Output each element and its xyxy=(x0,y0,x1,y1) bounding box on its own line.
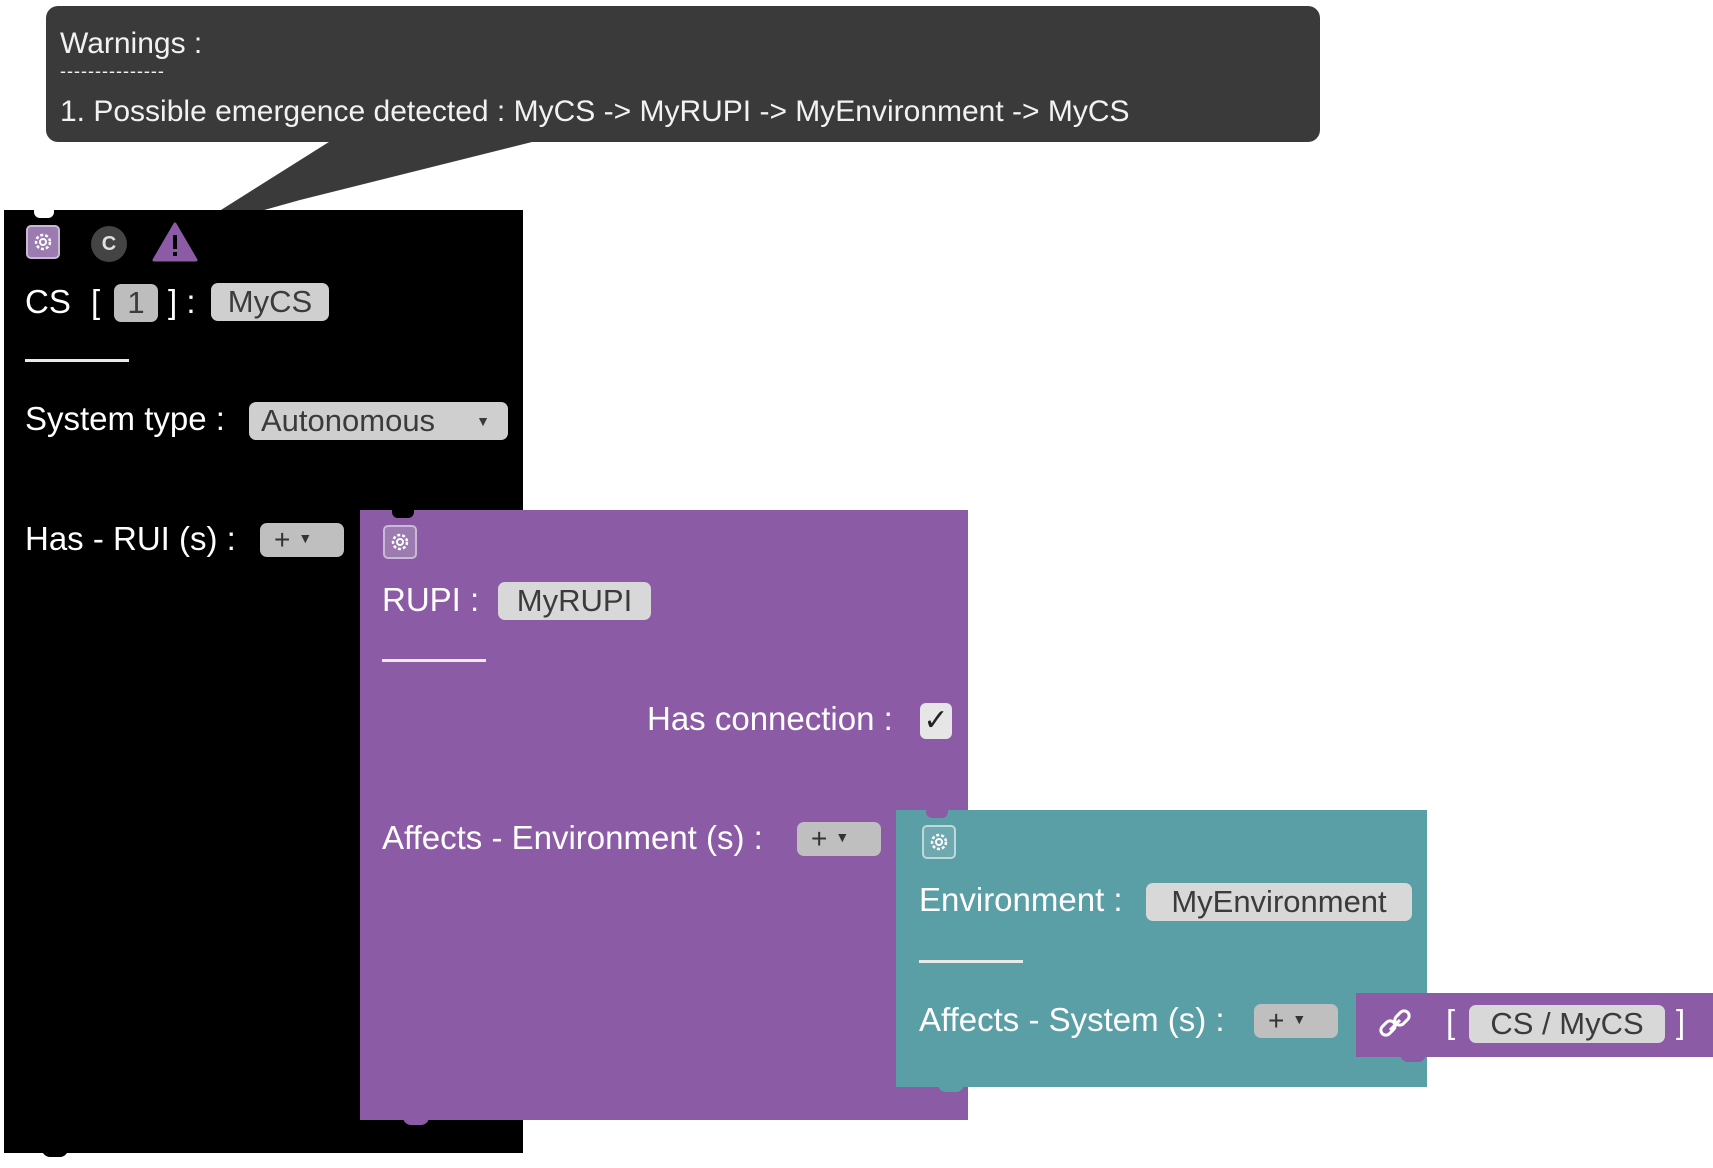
link-open-bracket: [ xyxy=(1446,1003,1456,1040)
rupi-gear-icon[interactable] xyxy=(383,525,417,559)
chevron-down-icon: ▼ xyxy=(835,829,850,845)
cs-divider xyxy=(25,359,129,362)
has-connection-label: Has connection : xyxy=(647,700,893,737)
environment-block[interactable] xyxy=(896,810,1427,1087)
system-type-dropdown[interactable]: Autonomous ▼ xyxy=(249,402,508,440)
environment-gear-icon[interactable] xyxy=(922,825,956,859)
rupi-divider xyxy=(382,659,486,662)
chevron-down-icon: ▼ xyxy=(298,530,313,546)
rupi-block[interactable] xyxy=(360,510,968,1120)
environment-name-field[interactable]: MyEnvironment xyxy=(1146,883,1412,921)
cs-gear-icon[interactable] xyxy=(26,225,60,259)
warning-message: 1. Possible emergence detected : MyCS ->… xyxy=(60,95,1130,128)
cs-close-bracket: ] : xyxy=(168,283,196,320)
cs-name-field[interactable]: MyCS xyxy=(211,283,329,321)
link-icon xyxy=(1379,1009,1411,1037)
warning-bubble-tail xyxy=(186,135,560,232)
warning-icon[interactable] xyxy=(152,221,198,263)
warning-bubble: Warnings : --------------- 1. Possible e… xyxy=(46,6,1320,142)
affects-environment-label: Affects - Environment (s) : xyxy=(382,819,763,856)
cs-open-bracket: [ xyxy=(91,283,101,320)
affects-system-label: Affects - System (s) : xyxy=(919,1001,1225,1038)
affects-system-add-button[interactable]: +▼ xyxy=(1254,1004,1338,1038)
has-rui-add-button[interactable]: +▼ xyxy=(260,523,344,557)
environment-label: Environment : xyxy=(919,881,1123,918)
add-label: + xyxy=(811,823,828,854)
affects-environment-add-button[interactable]: +▼ xyxy=(797,822,881,856)
chevron-down-icon: ▼ xyxy=(1292,1011,1307,1027)
environment-divider xyxy=(919,960,1023,963)
link-reference-field[interactable]: CS / MyCS xyxy=(1469,1005,1665,1043)
warning-separator: --------------- xyxy=(60,61,165,81)
rupi-label: RUPI : xyxy=(382,581,480,618)
add-label: + xyxy=(1268,1005,1285,1036)
cs-label: CS xyxy=(25,283,71,320)
system-type-value: Autonomous xyxy=(261,403,436,438)
add-label: + xyxy=(274,524,291,555)
rupi-name-field[interactable]: MyRUPI xyxy=(498,582,651,620)
cs-index-field[interactable]: 1 xyxy=(114,284,158,322)
comment-icon[interactable]: C xyxy=(91,226,127,262)
system-type-label: System type : xyxy=(25,400,225,437)
link-close-bracket: ] xyxy=(1676,1003,1686,1040)
warning-title: Warnings : xyxy=(60,27,203,60)
has-connection-checkbox[interactable]: ✓ xyxy=(920,703,952,739)
has-rui-label: Has - RUI (s) : xyxy=(25,520,236,557)
chevron-down-icon: ▼ xyxy=(476,413,490,429)
